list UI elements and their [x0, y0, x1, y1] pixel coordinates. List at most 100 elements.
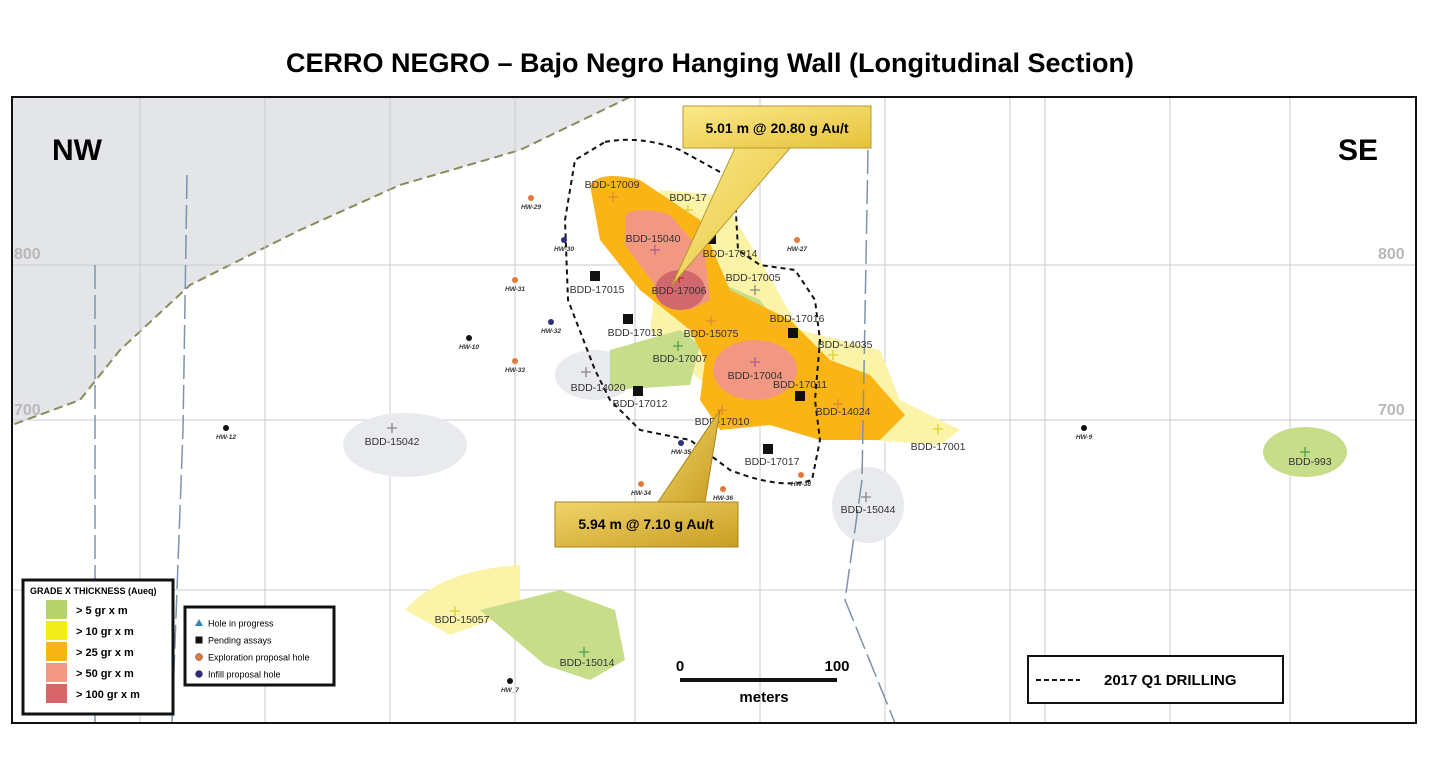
drill-hole-label: BDD-17013 — [608, 327, 663, 339]
drill-hole-marker — [450, 606, 460, 616]
drill-hole-label: BDD-17011 — [773, 379, 827, 391]
proposal-hole-marker — [223, 425, 229, 431]
drill-hole-marker — [933, 424, 943, 434]
drill-hole-label: BDD-15057 — [435, 614, 490, 626]
drill-hole-label: BDD-15044 — [841, 504, 896, 516]
direction-nw: NW — [52, 134, 103, 167]
drill-hole-marker — [650, 245, 660, 255]
drill-hole-label: BDD-17005 — [726, 272, 781, 284]
drill-hole-label: BDD-17017 — [745, 456, 800, 468]
drill-hole-label: BDD-17004 — [728, 370, 783, 382]
drill-hole-marker — [579, 647, 589, 657]
proposal-hole-label: HW-33 — [505, 367, 525, 374]
drill-hole-label: BDD-17001 — [911, 441, 966, 453]
callout-top-text: 5.01 m @ 20.80 g Au/t — [705, 120, 848, 136]
zone-50 — [713, 340, 797, 400]
scale-unit: meters — [739, 689, 788, 706]
topography-area — [12, 97, 630, 425]
grade-label: > 5 gr x m — [76, 605, 128, 617]
grade-label: > 25 gr x m — [76, 647, 134, 659]
proposal-hole-marker — [512, 358, 518, 364]
drill-hole-label: BDD-15040 — [626, 233, 681, 245]
grade-swatch — [46, 600, 67, 619]
grade-label: > 100 gr x m — [76, 689, 140, 701]
drill-hole-label: BDD-15014 — [560, 657, 615, 669]
drill-hole-label: BDD-14024 — [816, 406, 871, 418]
zone-halo — [343, 413, 467, 477]
drill-hole-label: BDD-17014 — [703, 248, 758, 260]
proposal-hole-marker — [561, 237, 567, 243]
scale-end: 100 — [824, 658, 849, 675]
drill-hole-label: BDD-17007 — [653, 353, 708, 365]
pending-assay-marker — [795, 391, 805, 401]
drilling-legend: 2017 Q1 DRILLING — [1027, 655, 1284, 704]
drill-hole-marker — [387, 423, 397, 433]
proposal-hole-marker — [512, 277, 518, 283]
drill-hole-label: BDD-17009 — [585, 179, 640, 191]
proposal-hole-label: HW-35 — [671, 449, 691, 456]
fault-line — [171, 174, 188, 723]
drill-hole-label: BDD-15042 — [365, 436, 420, 448]
callout-bottom-text: 5.94 m @ 7.10 g Au/t — [578, 516, 714, 532]
grade-swatch — [46, 621, 67, 640]
proposal-hole-label: HW-32 — [541, 328, 561, 335]
drill-hole-marker — [717, 405, 727, 415]
elevation-800-left: 800 — [14, 246, 41, 263]
proposal-hole-marker — [548, 319, 554, 325]
triangle-icon — [195, 619, 203, 626]
symbol-label: Exploration proposal hole — [208, 653, 310, 663]
grade-swatch — [46, 684, 67, 703]
map-frame — [11, 96, 1417, 724]
pending-assay-marker — [623, 314, 633, 324]
elevation-700-right: 700 — [1378, 402, 1405, 419]
drill-hole-marker — [706, 316, 716, 326]
elevation-700-left: 700 — [14, 402, 41, 419]
grade-legend-title: GRADE X THICKNESS (Aueq) — [30, 586, 157, 596]
proposal-hole-label: HW-34 — [631, 490, 651, 497]
drill-hole-marker — [861, 492, 871, 502]
grade-swatch — [46, 663, 67, 682]
zone-5 — [480, 590, 625, 680]
proposal-hole-label: HW-29 — [521, 204, 541, 211]
drill-hole-label: BDD-17015 — [570, 284, 625, 296]
scale-start: 0 — [676, 658, 684, 675]
zone-halo — [832, 467, 904, 543]
drill-hole-marker — [1300, 447, 1310, 457]
pending-assay-marker — [788, 328, 798, 338]
drill-hole-marker — [750, 357, 760, 367]
proposal-hole-label: HW-36 — [713, 495, 733, 502]
grade-label: > 10 gr x m — [76, 626, 134, 638]
drill-hole-label: BDD-993 — [1288, 456, 1331, 468]
figure-title: CERRO NEGRO – Bajo Negro Hanging Wall (L… — [286, 48, 1134, 78]
proposal-hole-marker — [1081, 425, 1087, 431]
fault-line — [844, 149, 896, 723]
proposal-hole-label: HW-9 — [1076, 434, 1093, 441]
pending-assay-marker — [633, 386, 643, 396]
drill-hole-label: BDD-14020 — [571, 382, 626, 394]
drill-hole-label: BDD-14035 — [818, 339, 873, 351]
drill-hole-label: BDD-17010 — [695, 416, 750, 428]
topography-line — [12, 97, 631, 426]
drill-hole-marker — [673, 341, 683, 351]
pending-assay-marker — [590, 271, 600, 281]
symbol-label: Pending assays — [208, 636, 272, 646]
proposal-hole-label: HW-12 — [216, 434, 236, 441]
grade-label: > 50 gr x m — [76, 668, 134, 680]
proposal-hole-label: HW-10 — [459, 344, 479, 351]
drill-hole-marker — [683, 205, 693, 215]
proposal-hole-label: HW-30 — [554, 246, 574, 253]
drill-hole-marker — [828, 350, 838, 360]
circle-icon — [195, 653, 203, 661]
drill-hole-marker — [581, 367, 591, 377]
proposal-hole-label: HW-27 — [787, 246, 807, 253]
callout-bottom: 5.94 m @ 7.10 g Au/t — [554, 409, 739, 548]
proposal-hole-label: HW_7 — [501, 687, 519, 694]
drill-hole-marker — [608, 192, 618, 202]
proposal-hole-marker — [507, 678, 513, 684]
elevation-800-right: 800 — [1378, 246, 1405, 263]
drill-hole-label: BDD-17016 — [770, 313, 825, 325]
circle-icon — [195, 670, 203, 678]
drilling-2017-q1-outline — [563, 138, 822, 485]
drill-hole-marker — [833, 399, 843, 409]
